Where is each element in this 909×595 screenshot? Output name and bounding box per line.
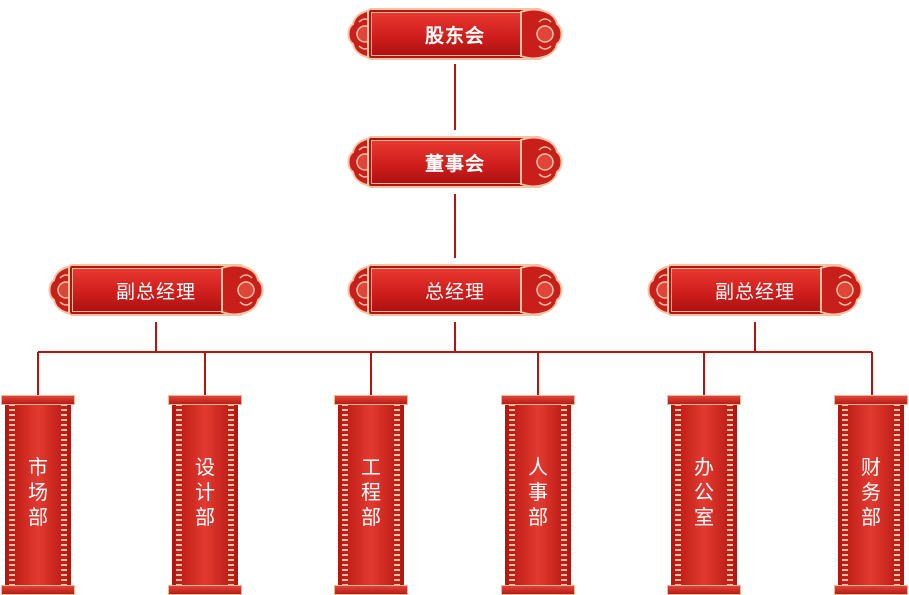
label-char: 务 xyxy=(861,480,881,504)
scroll-rod xyxy=(501,585,575,595)
department-label: 办 公 室 xyxy=(667,455,741,530)
deputy-right-label: 副总经理 xyxy=(714,280,795,303)
label-char: 工 xyxy=(361,455,381,479)
ornament-right-icon xyxy=(221,264,264,316)
plaque-body xyxy=(367,136,543,188)
department-label: 市 场 部 xyxy=(1,455,75,530)
scroll-border xyxy=(61,404,67,586)
label-char: 室 xyxy=(694,505,714,529)
label-char: 部 xyxy=(528,505,548,529)
deputy-left-label: 副总经理 xyxy=(115,280,196,303)
scroll-border xyxy=(228,404,234,586)
scroll-panel xyxy=(505,404,571,586)
board-node: 董事会 xyxy=(345,130,565,194)
label-char: 场 xyxy=(28,480,48,504)
scroll-rod xyxy=(834,395,908,405)
scroll-border xyxy=(342,404,348,586)
label-char: 事 xyxy=(528,480,548,504)
label-char: 部 xyxy=(861,505,881,529)
scroll-panel xyxy=(338,404,404,586)
general-manager-node: 总经理 xyxy=(345,258,565,322)
department-hr: 人 事 部 xyxy=(501,395,575,595)
department-label: 设 计 部 xyxy=(168,455,242,530)
ornament-right-icon xyxy=(520,136,563,188)
department-finance: 财 务 部 xyxy=(834,395,908,595)
department-design: 设 计 部 xyxy=(168,395,242,595)
scroll-border xyxy=(727,404,733,586)
label-char: 部 xyxy=(361,505,381,529)
scroll-rod xyxy=(501,395,575,405)
ornament-right-icon xyxy=(820,264,863,316)
label-char: 计 xyxy=(195,480,215,504)
scroll-panel xyxy=(5,404,71,586)
label-char: 财 xyxy=(861,455,881,479)
general-manager-label: 总经理 xyxy=(424,280,485,303)
plaque-body xyxy=(367,264,543,316)
plaque-body xyxy=(68,264,244,316)
label-char: 市 xyxy=(28,455,48,479)
scroll-rod xyxy=(667,395,741,405)
shareholders-label: 股东会 xyxy=(424,24,485,47)
scroll-panel xyxy=(172,404,238,586)
scroll-rod xyxy=(667,585,741,595)
deputy-left-node: 副总经理 xyxy=(46,258,266,322)
scroll-rod xyxy=(334,585,408,595)
scroll-panel xyxy=(838,404,904,586)
ornament-right-icon xyxy=(520,8,563,60)
label-char: 部 xyxy=(195,505,215,529)
department-engineering: 工 程 部 xyxy=(334,395,408,595)
scroll-rod xyxy=(334,395,408,405)
scroll-border xyxy=(176,404,182,586)
scroll-rod xyxy=(168,585,242,595)
scroll-rod xyxy=(834,585,908,595)
scroll-rod xyxy=(168,395,242,405)
department-marketing: 市 场 部 xyxy=(1,395,75,595)
department-label: 财 务 部 xyxy=(834,455,908,530)
scroll-border xyxy=(894,404,900,586)
department-office: 办 公 室 xyxy=(667,395,741,595)
scroll-border xyxy=(842,404,848,586)
scroll-border xyxy=(509,404,515,586)
board-label: 董事会 xyxy=(424,152,485,175)
shareholders-node: 股东会 xyxy=(345,2,565,66)
label-char: 人 xyxy=(528,455,548,479)
label-char: 设 xyxy=(195,455,215,479)
scroll-panel xyxy=(671,404,737,586)
department-label: 人 事 部 xyxy=(501,455,575,530)
label-char: 公 xyxy=(694,480,714,504)
label-char: 办 xyxy=(694,455,714,479)
scroll-border xyxy=(561,404,567,586)
department-label: 工 程 部 xyxy=(334,455,408,530)
ornament-right-icon xyxy=(520,264,563,316)
plaque-body xyxy=(667,264,843,316)
scroll-border xyxy=(394,404,400,586)
scroll-border xyxy=(675,404,681,586)
label-char: 部 xyxy=(28,505,48,529)
deputy-right-node: 副总经理 xyxy=(645,258,865,322)
scroll-border xyxy=(9,404,15,586)
scroll-rod xyxy=(1,395,75,405)
scroll-rod xyxy=(1,585,75,595)
label-char: 程 xyxy=(361,480,381,504)
